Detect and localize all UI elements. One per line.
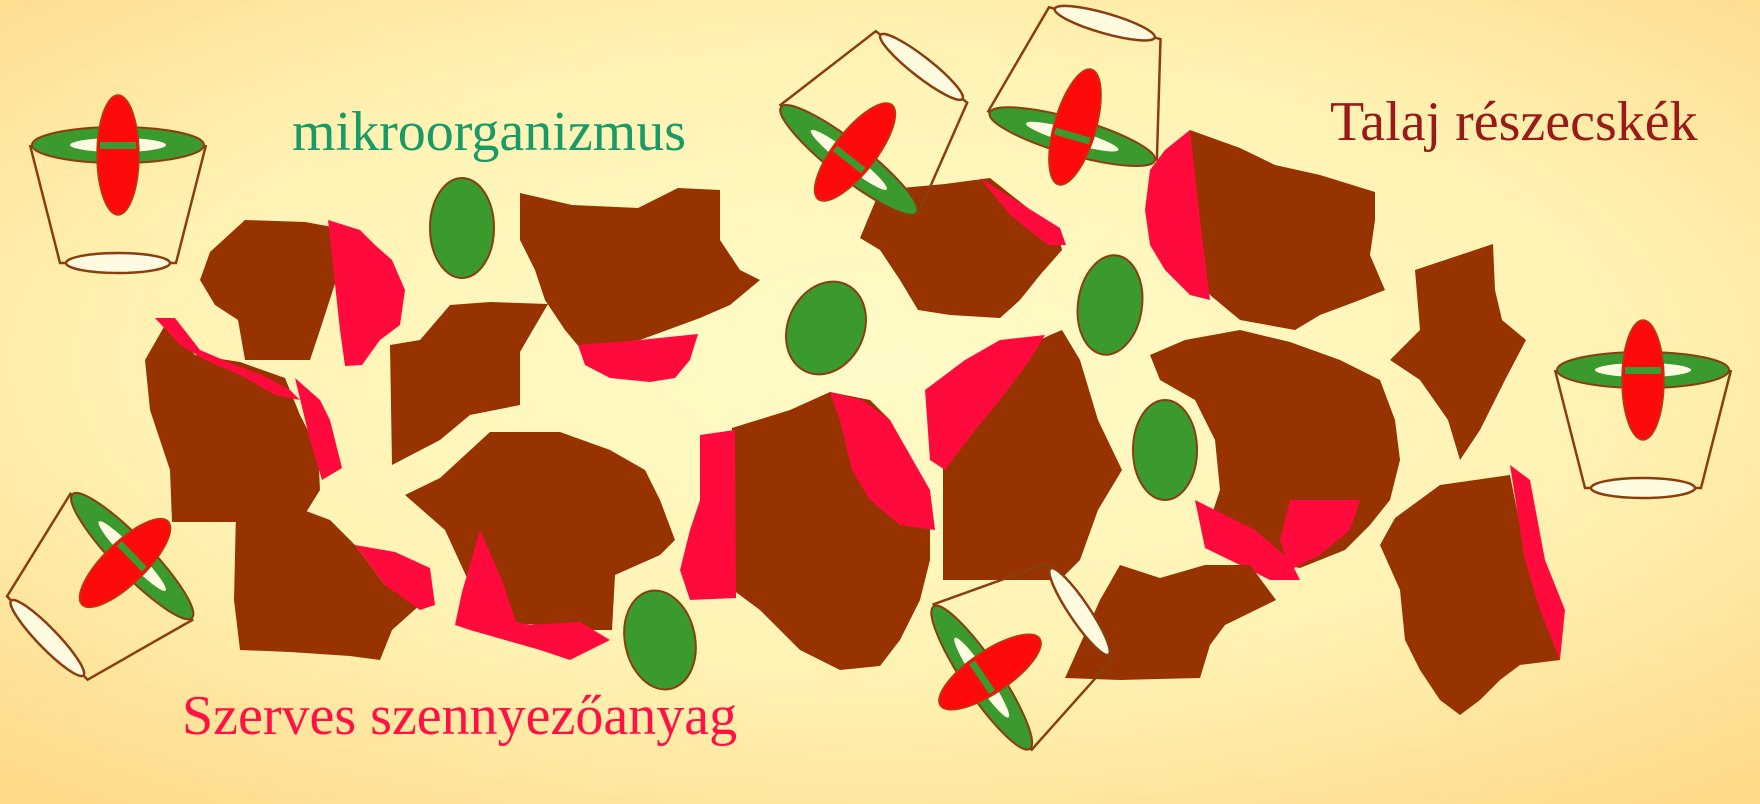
sampling-cup-icon	[30, 95, 206, 273]
label-microorganism: mikroorganizmus	[292, 104, 686, 160]
soil-particle-icon	[730, 392, 930, 670]
soil-particles	[145, 130, 1565, 715]
microorganism-icon	[430, 178, 494, 278]
pollutant-patch	[328, 220, 405, 366]
soil-particle-icon	[200, 220, 342, 360]
microorganism-icon	[1133, 400, 1197, 500]
sampling-cup-icon	[1555, 320, 1731, 498]
microorganism-icon	[771, 268, 880, 387]
pollutant-patch	[680, 430, 736, 600]
label-soil-particles: Talaj részecskék	[1330, 94, 1698, 150]
soil-particle-icon	[520, 188, 760, 348]
soil-particle-icon	[1185, 130, 1385, 330]
microorganism-icon	[615, 584, 704, 696]
soil-particle-icon	[1390, 244, 1526, 460]
label-organic-pollutant: Szerves szennyezőanyag	[182, 688, 737, 744]
microorganism-icon	[1071, 251, 1148, 359]
